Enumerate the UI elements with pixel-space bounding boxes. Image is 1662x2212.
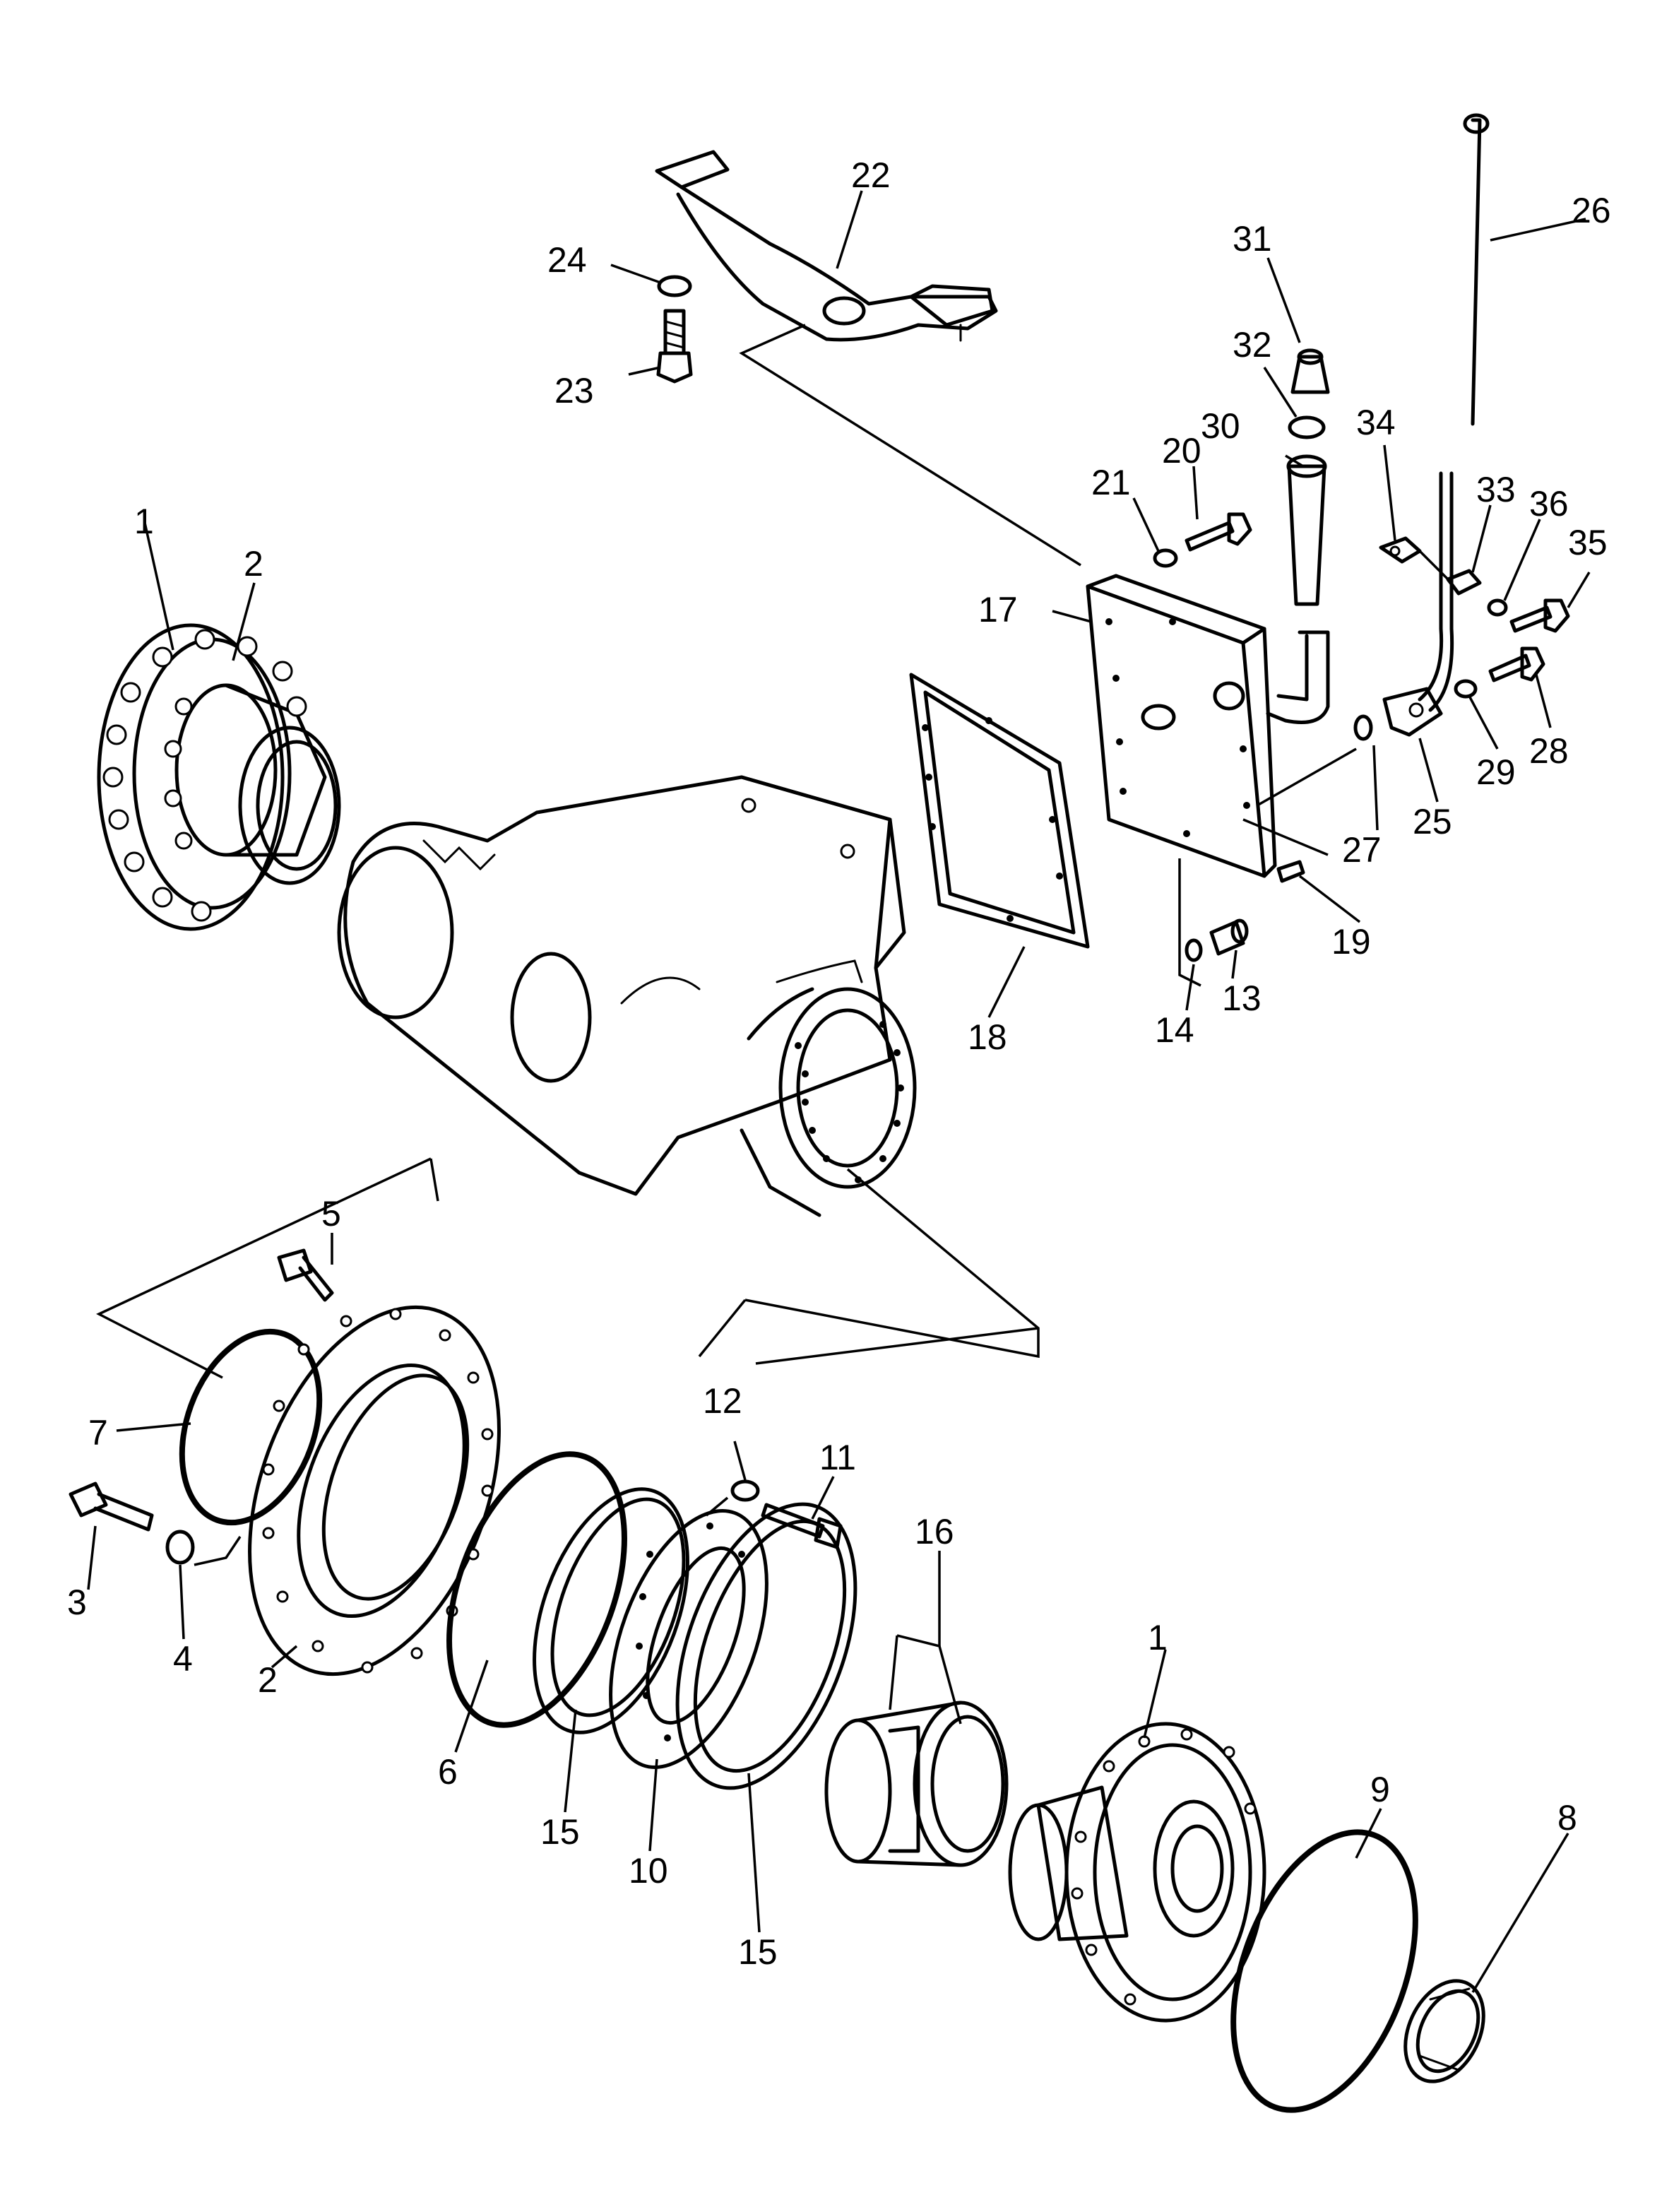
- callout-1-lower: 1: [1148, 1618, 1168, 1657]
- housing-flange-bolts: [795, 1021, 904, 1183]
- callout-22: 22: [851, 155, 891, 195]
- bolt-3: [69, 1481, 154, 1532]
- bolt-20: [1185, 512, 1252, 552]
- seal-15-left: [533, 1487, 689, 1734]
- washer-12: [730, 1479, 760, 1502]
- clamp-34: [1379, 536, 1422, 564]
- clip-33: [1446, 569, 1482, 596]
- callout-2-lower: 2: [258, 1660, 278, 1700]
- o-ring-27: [1353, 714, 1373, 741]
- callout-27: 27: [1342, 830, 1382, 870]
- bolt-11: [761, 1503, 843, 1549]
- retainer-2-lower: [248, 1305, 501, 1676]
- callout-26: 26: [1572, 191, 1611, 230]
- callout-3: 3: [67, 1583, 87, 1622]
- bolt-5: [277, 1248, 334, 1302]
- callout-34: 34: [1356, 403, 1396, 442]
- callout-7: 7: [88, 1413, 108, 1453]
- cover-plate-17: [1086, 574, 1277, 878]
- callout-1-upper: 1: [134, 502, 154, 541]
- dipstick-26: [1418, 113, 1490, 712]
- gasket-18: [909, 673, 1090, 949]
- leader-lines: [87, 190, 1591, 1993]
- callout-20: 20: [1162, 431, 1201, 471]
- callout-33: 33: [1476, 470, 1516, 509]
- callout-8: 8: [1557, 1798, 1577, 1838]
- callout-19: 19: [1331, 922, 1371, 962]
- bolt-28: [1488, 646, 1545, 682]
- callout-16: 16: [915, 1512, 954, 1551]
- callout-9: 9: [1370, 1770, 1390, 1809]
- retainer-10: [609, 1509, 768, 1769]
- bolt-35: [1509, 598, 1570, 633]
- callout-10: 10: [629, 1851, 668, 1891]
- callout-5: 5: [321, 1194, 341, 1234]
- fitting-31: [1290, 348, 1330, 394]
- callout-15-left: 15: [540, 1812, 580, 1852]
- callout-6: 6: [438, 1752, 458, 1792]
- washer-36: [1487, 598, 1508, 617]
- callout-15-right: 15: [738, 1932, 778, 1972]
- o-ring-14: [1185, 938, 1203, 962]
- callout-36: 36: [1529, 484, 1569, 524]
- bearing-8: [1403, 1979, 1485, 2083]
- mounting-bracket: [655, 150, 998, 342]
- callout-24: 24: [547, 240, 587, 280]
- washer-21: [1153, 548, 1178, 568]
- bracket-25: [1382, 687, 1443, 737]
- callout-12: 12: [703, 1381, 742, 1421]
- callout-31: 31: [1233, 219, 1272, 259]
- callout-29: 29: [1476, 752, 1516, 792]
- callout-17: 17: [978, 590, 1018, 629]
- hub-bolt-circle: [102, 629, 307, 922]
- final-drive-hub-upper: [97, 623, 341, 931]
- bearing-16: [824, 1701, 1009, 1867]
- callout-25: 25: [1413, 802, 1452, 841]
- callout-13: 13: [1222, 978, 1262, 1018]
- snap-ring-6: [446, 1451, 627, 1728]
- callout-21: 21: [1091, 463, 1131, 502]
- callout-32: 32: [1233, 325, 1272, 365]
- pin-19: [1276, 860, 1305, 883]
- callout-18: 18: [968, 1017, 1007, 1057]
- callout-30: 30: [1201, 406, 1240, 446]
- washer-32: [1288, 415, 1326, 439]
- snap-ring-7: [179, 1328, 323, 1526]
- callout-28: 28: [1529, 731, 1569, 771]
- callout-labels: 1 1 2 2 3 4 5 6 7 8 9 10 11 12 13 14 15 …: [67, 155, 1611, 1972]
- callout-11: 11: [819, 1438, 856, 1477]
- callout-14: 14: [1155, 1010, 1194, 1050]
- callout-2-upper: 2: [244, 544, 263, 584]
- washer-24: [657, 275, 692, 297]
- bolt-23: [656, 309, 693, 384]
- axle-housing: [337, 775, 917, 1217]
- callout-23: 23: [554, 371, 594, 410]
- washer-4: [165, 1530, 195, 1565]
- final-drive-hub-lower: [1008, 1722, 1266, 2023]
- callout-4: 4: [173, 1639, 193, 1679]
- o-ring-9: [1230, 1829, 1418, 2113]
- pipe-30: [1266, 454, 1330, 724]
- plug-13: [1209, 918, 1249, 956]
- washer-29: [1454, 679, 1478, 699]
- callout-35: 35: [1568, 523, 1608, 562]
